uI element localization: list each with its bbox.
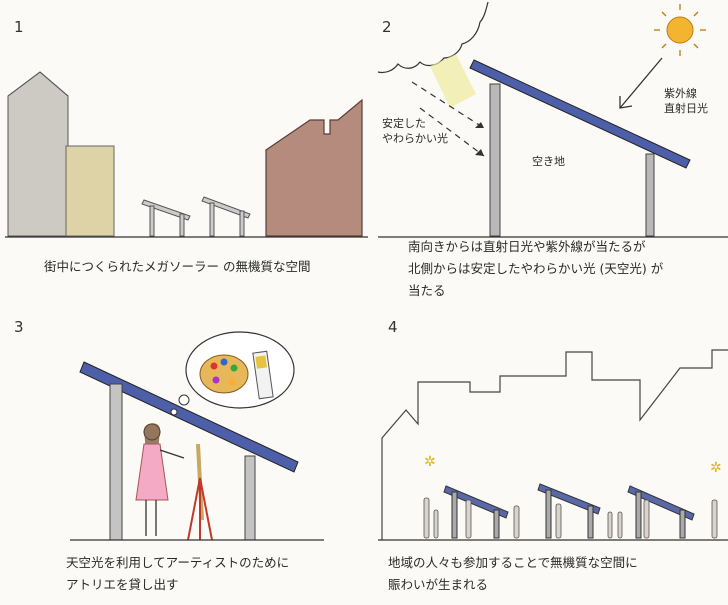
soft-light-label: 安定した やわらかい光 bbox=[382, 117, 448, 145]
panel-1-drawing bbox=[5, 71, 368, 238]
svg-text:✲: ✲ bbox=[710, 460, 722, 476]
caption-line: 賑わいが生まれる bbox=[388, 577, 489, 592]
panel-2-number: 2 bbox=[382, 18, 392, 36]
panel-4-caption: 地域の人々も参加することで無機質な空間に 賑わいが生まれる bbox=[388, 552, 638, 596]
panel-1-caption: 街中につくられたメガソーラー の無機質な空間 bbox=[44, 256, 310, 278]
panel-3-number: 3 bbox=[14, 318, 24, 336]
caption-line: 地域の人々も参加することで無機質な空間に bbox=[388, 555, 638, 570]
panel-2-caption: 南向きからは直射日光や紫外線が当たるが 北側からは安定したやわらかい光 (天空光… bbox=[408, 236, 663, 302]
svg-text:✲: ✲ bbox=[424, 454, 436, 470]
panel-1-number: 1 bbox=[14, 18, 24, 36]
panel-3-caption: 天空光を利用してアーティストのために アトリエを貸し出す bbox=[66, 552, 289, 596]
panel-2-drawing bbox=[377, 1, 728, 238]
caption-line: 街中につくられたメガソーラー の無機質な空間 bbox=[44, 259, 311, 274]
vacant-lot-label: 空き地 bbox=[532, 155, 565, 168]
panel-4-number: 4 bbox=[388, 318, 398, 336]
caption-line: 北側からは安定したやわらかい光 (天空光) が bbox=[408, 261, 664, 276]
uv-direct-sunlight-label: 紫外線 直射日光 bbox=[664, 87, 708, 115]
caption-line: 当たる bbox=[408, 283, 446, 298]
caption-line: アトリエを貸し出す bbox=[66, 577, 179, 592]
caption-line: 天空光を利用してアーティストのために bbox=[66, 555, 290, 570]
panel-3-drawing bbox=[70, 331, 324, 541]
panel-4-drawing: ✲ ✲ bbox=[378, 349, 728, 541]
caption-line: 南向きからは直射日光や紫外線が当たるが bbox=[408, 239, 646, 254]
